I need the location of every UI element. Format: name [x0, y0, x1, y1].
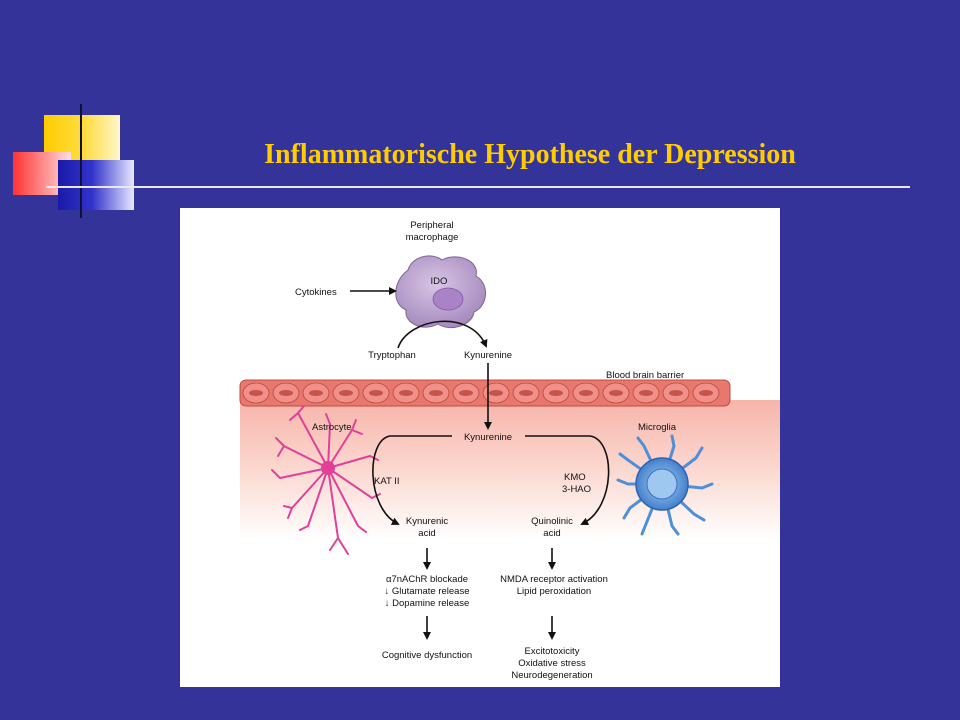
label-astrocyte: Astrocyte: [312, 422, 352, 433]
barrier-cells: [242, 382, 720, 404]
barrier-cell-nucleus: [279, 390, 293, 396]
label-cytokines: Cytokines: [295, 287, 337, 298]
barrier-cell-nucleus: [579, 390, 593, 396]
label-left-effect: α7nAChR blockade: [386, 574, 468, 585]
barrier-cell-nucleus: [459, 390, 473, 396]
label-outcome: Neurodegeneration: [511, 670, 592, 681]
barrier-cell-nucleus: [519, 390, 533, 396]
label-microglia: Microglia: [638, 422, 677, 433]
label-blood-brain-barrier: Blood brain barrier: [606, 370, 684, 381]
barrier-cell-nucleus: [429, 390, 443, 396]
label-ido: IDO: [431, 276, 448, 287]
decor-blue-square: [58, 160, 134, 210]
label-kynurenine-mid: Kynurenine: [464, 432, 512, 443]
barrier-cell-nucleus: [369, 390, 383, 396]
astrocyte-icon: [271, 405, 381, 555]
title-underline: [46, 186, 910, 188]
decor-vertical-line: [80, 104, 82, 218]
label-peripheral: Peripheral: [410, 220, 453, 231]
barrier-cell-nucleus: [699, 390, 713, 396]
label-kynurenic-acid: acid: [418, 528, 435, 539]
label-left-effect: ↓ Dopamine release: [385, 598, 470, 609]
label-right-effect: NMDA receptor activation: [500, 574, 608, 585]
barrier-cell-nucleus: [489, 390, 503, 396]
macrophage-icon: [395, 255, 486, 328]
barrier-cell-nucleus: [339, 390, 353, 396]
label-kat-ii: KAT II: [374, 476, 400, 487]
kynurenine-pathway-figure: Peripheral macrophage IDO Cytokines Tryp…: [180, 208, 780, 687]
label-3-hao: 3-HAO: [562, 484, 591, 495]
label-right-effect: Lipid peroxidation: [517, 586, 591, 597]
barrier-cell-nucleus: [669, 390, 683, 396]
pathway-arrows: [350, 287, 610, 640]
label-kmo: KMO: [564, 472, 586, 483]
label-left-effect: ↓ Glutamate release: [384, 586, 469, 597]
label-macrophage: macrophage: [406, 232, 459, 243]
slide-title: Inflammatorische Hypothese der Depressio…: [264, 139, 796, 170]
label-cognitive-dysfunction: Cognitive dysfunction: [382, 650, 472, 661]
barrier-cell-nucleus: [249, 390, 263, 396]
microglia-icon: [616, 434, 714, 536]
barrier-cell-nucleus: [399, 390, 413, 396]
barrier-cell-nucleus: [549, 390, 563, 396]
barrier-cell-nucleus: [639, 390, 653, 396]
label-outcome: Excitotoxicity: [525, 646, 580, 657]
label-tryptophan: Tryptophan: [368, 350, 416, 361]
label-kynurenic: Kynurenic: [406, 516, 448, 527]
label-outcome: Oxidative stress: [518, 658, 586, 669]
label-quinolinic-acid: acid: [543, 528, 560, 539]
barrier-cell-nucleus: [609, 390, 623, 396]
label-kynurenine-top: Kynurenine: [464, 350, 512, 361]
label-quinolinic: Quinolinic: [531, 516, 573, 527]
barrier-cell-nucleus: [309, 390, 323, 396]
